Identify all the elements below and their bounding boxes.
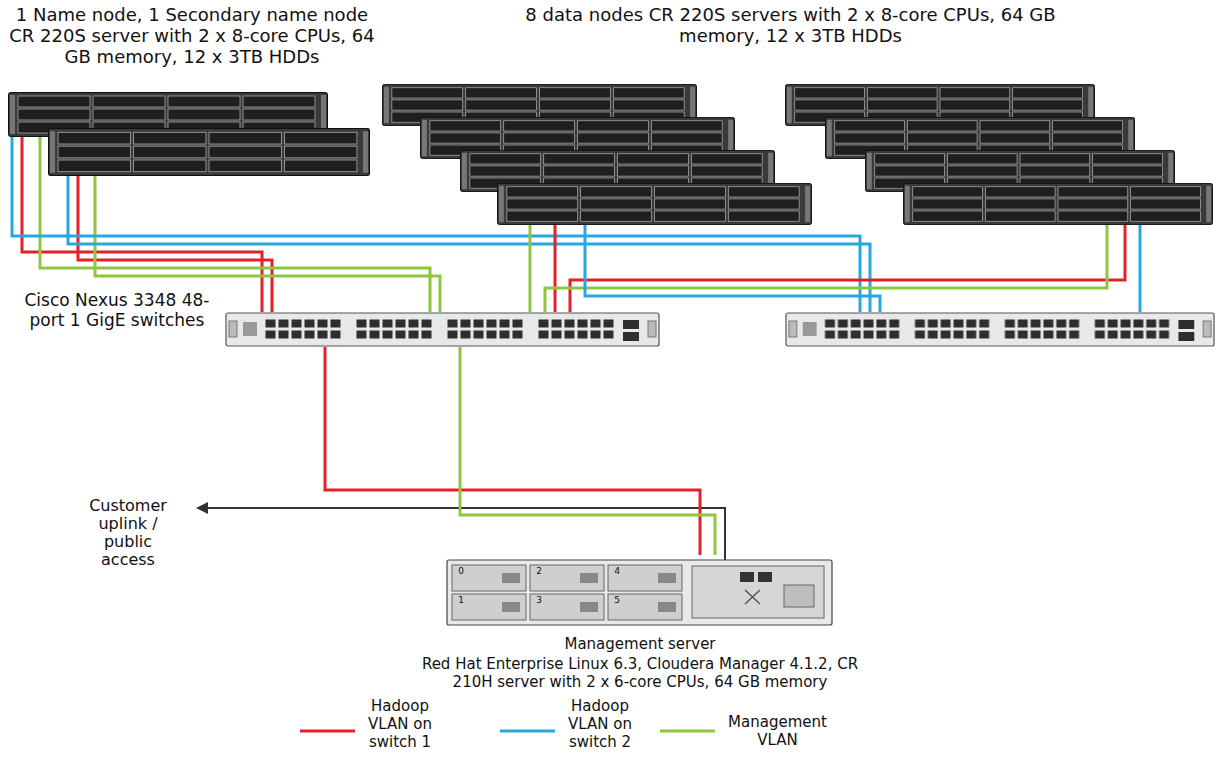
secondary-name-node-server bbox=[49, 129, 370, 176]
cable bbox=[570, 230, 1125, 312]
bay-handle bbox=[502, 602, 520, 612]
cable-stub bbox=[11, 137, 14, 185]
name-node-group: 1 Name node, 1 Secondary name node CR 22… bbox=[3, 0, 381, 185]
legend-text: Hadoop VLAN on switch 1 bbox=[360, 697, 440, 751]
cable-stub bbox=[584, 225, 587, 230]
cable bbox=[585, 230, 880, 312]
node-heading: Management server bbox=[445, 635, 835, 653]
data-node-server bbox=[497, 183, 811, 224]
bay-handle bbox=[580, 573, 598, 583]
drive-bay bbox=[452, 565, 526, 591]
cable bbox=[1139, 230, 1142, 312]
legend-line-sample bbox=[660, 730, 715, 733]
node-body: Red Hat Enterprise Linux 6.3, Cloudera M… bbox=[400, 655, 880, 691]
cable-stub bbox=[1139, 225, 1142, 230]
bay-number: 4 bbox=[611, 566, 623, 577]
cable-stub bbox=[1124, 225, 1127, 230]
cable-stub bbox=[21, 137, 24, 185]
node-heading: 1 Name node, 1 Secondary name node CR 22… bbox=[3, 4, 381, 67]
cable bbox=[545, 230, 1107, 312]
cable-stub bbox=[77, 176, 80, 185]
bay-handle bbox=[658, 602, 676, 612]
rear-module bbox=[692, 566, 824, 618]
management-server: Management serverRed Hat Enterprise Linu… bbox=[445, 555, 835, 695]
bay-handle bbox=[580, 602, 598, 612]
uplink-arrowhead bbox=[196, 502, 208, 514]
bay-handle bbox=[502, 573, 520, 583]
cable-stub bbox=[39, 137, 42, 185]
drive-bay bbox=[530, 565, 604, 591]
power-supply bbox=[784, 585, 814, 607]
network-switch bbox=[785, 312, 1215, 347]
network-port bbox=[758, 572, 772, 582]
cable-stub bbox=[67, 176, 70, 185]
network-port bbox=[740, 572, 754, 582]
legend-line-sample bbox=[300, 730, 355, 733]
bay-number: 2 bbox=[533, 566, 545, 577]
drive-bay bbox=[608, 594, 682, 620]
cable-stub bbox=[1106, 225, 1109, 230]
server-chassis bbox=[447, 560, 832, 625]
drive-bay bbox=[530, 594, 604, 620]
node-heading: Cisco Nexus 3348 48-port 1 GigE switches bbox=[22, 290, 212, 330]
switch-illustration bbox=[226, 313, 659, 346]
legend-text: Hadoop VLAN on switch 2 bbox=[560, 697, 640, 751]
data-node-server bbox=[903, 183, 1212, 224]
uplink-label: Customer uplink / public access bbox=[78, 497, 178, 569]
bay-number: 5 bbox=[611, 595, 623, 606]
data-node-group: 8 data nodes CR 220S servers with 2 x 8-… bbox=[378, 0, 1218, 230]
cable-stub bbox=[554, 225, 557, 230]
switch-illustration bbox=[786, 313, 1214, 346]
bay-number: 1 bbox=[455, 595, 467, 606]
bay-handle bbox=[658, 573, 676, 583]
cable bbox=[529, 230, 532, 312]
bay-number: 3 bbox=[533, 595, 545, 606]
network-switch: Cisco Nexus 3348 48-port 1 GigE switches bbox=[225, 312, 660, 347]
cable-stub bbox=[94, 176, 97, 185]
cable-stub bbox=[529, 225, 532, 230]
node-heading: 8 data nodes CR 220S servers with 2 x 8-… bbox=[503, 4, 1078, 46]
management-server-illustration bbox=[447, 560, 832, 625]
drive-bay bbox=[452, 594, 526, 620]
legend-text: Management VLAN bbox=[720, 713, 835, 749]
legend-line-sample bbox=[500, 730, 555, 733]
cable bbox=[325, 347, 700, 555]
cable-stubs bbox=[12, 137, 1140, 230]
drive-bay bbox=[608, 565, 682, 591]
bay-number: 0 bbox=[455, 566, 467, 577]
cable bbox=[460, 347, 715, 555]
module-detail bbox=[745, 590, 760, 604]
cable bbox=[554, 230, 557, 312]
